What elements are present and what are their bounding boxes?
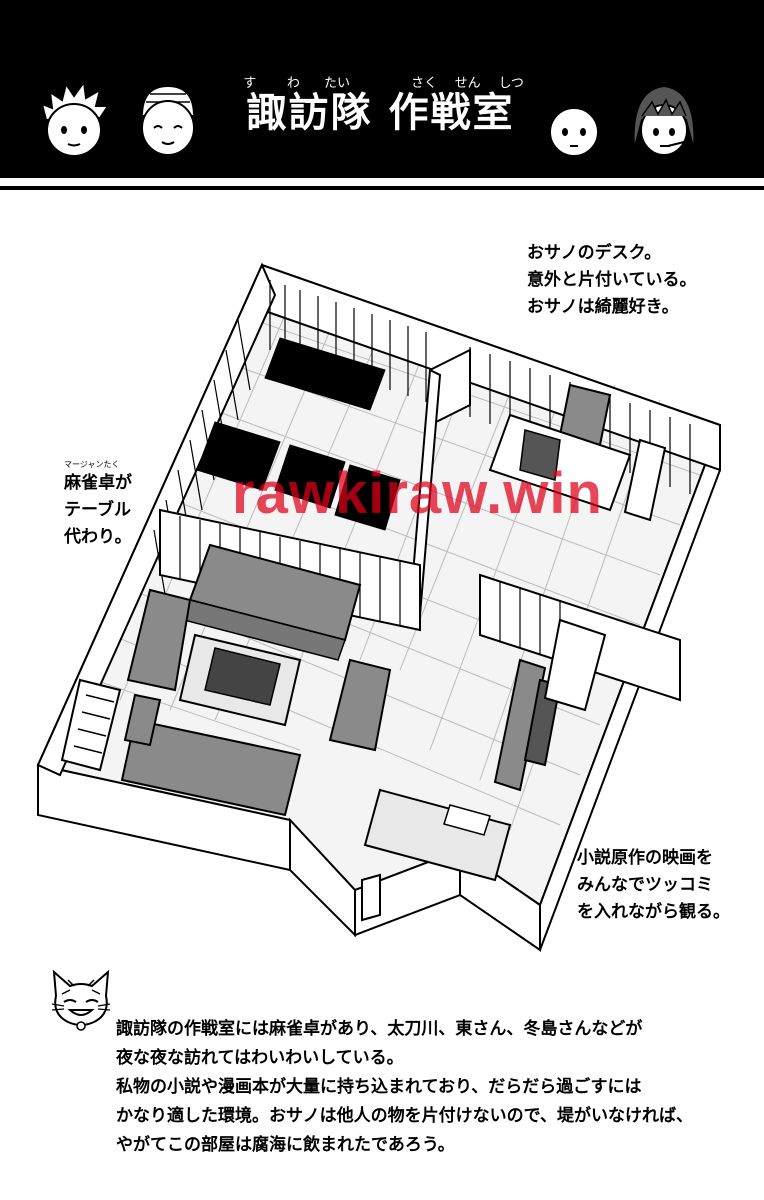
bookshelf: [60, 678, 122, 772]
note-ruby: マージャンたく: [64, 460, 120, 469]
narration-line: やがてこの部屋は腐海に飲まれたであろう。: [116, 1135, 455, 1155]
footer-narration: 諏訪隊の作戦室には麻雀卓があり、太刀川、東さん、冬島さんなどが 夜な夜な訪れては…: [116, 1015, 736, 1160]
title-ruby-char: す: [243, 76, 257, 91]
mahjong-note: マージャンたく 麻雀卓が テーブル 代わり。: [64, 460, 132, 551]
mahjong-table: [178, 633, 302, 727]
watermark-text: rawkiraw.win: [232, 461, 603, 526]
title-ruby-char: [359, 72, 403, 90]
tv-cabinet: [493, 618, 607, 792]
title-ruby-char: さく: [411, 76, 438, 91]
note-line: 小説原作の映画を: [577, 848, 713, 868]
note-line: みんなでツッコミ: [577, 875, 713, 895]
office-desk: [488, 383, 667, 522]
note-line: 意外と片付いている。: [527, 270, 697, 290]
title-ruby-char: しつ: [498, 76, 524, 91]
note-line: テーブル: [64, 500, 131, 520]
title-ruby-char: わ: [286, 76, 300, 91]
note-line: おサノのデスク。: [527, 243, 662, 263]
narration-line: かなり適した環境。おサノは他人の物を片付けないので、堤がいなければ、: [116, 1106, 693, 1126]
door-panel-icon: [361, 873, 381, 922]
armchair: [328, 658, 392, 752]
sofa: [126, 588, 192, 692]
cat-mascot-icon: [51, 970, 111, 1031]
note-line: を入れながら観る。: [577, 902, 730, 922]
header-rule: [0, 186, 764, 190]
desk-note: おサノのデスク。 意外と片付いている。 おサノは綺麗好き。: [527, 240, 697, 321]
monitor-icon: [519, 429, 561, 481]
title-ruby-char: たい: [323, 76, 350, 91]
title-ruby: す わ たい さく せん しつ: [228, 72, 533, 91]
note-line: 代わり。: [64, 527, 132, 547]
narration-line: 私物の小説や漫画本が大量に持ち込まれており、だらだら過ごすには: [116, 1077, 642, 1097]
character-face-icon: [545, 86, 603, 157]
note-line: おサノは綺麗好き。: [527, 297, 679, 317]
narration-line: 夜な夜な訪れてはわいわいしている。: [116, 1048, 404, 1068]
low-cabinet: [363, 788, 512, 882]
page-title-block: す わ たい さく せん しつ 諏訪隊 作戦室: [228, 72, 533, 136]
character-face-icon: [40, 80, 110, 157]
character-face-icon: [140, 84, 196, 156]
character-face-icon: [632, 84, 696, 156]
page-title: 諏訪隊 作戦室: [246, 90, 515, 136]
floor-plan-illustration: [36, 262, 722, 952]
black-table: [196, 337, 401, 531]
header-banner: [0, 0, 764, 178]
title-ruby-char: せん: [454, 76, 481, 91]
narration-line: 諏訪隊の作戦室には麻雀卓があり、太刀川、東さん、冬島さんなどが: [116, 1019, 643, 1039]
movie-note: 小説原作の映画を みんなでツッコミ を入れながら観る。: [577, 845, 730, 926]
sofa: [120, 693, 302, 817]
note-line: 麻雀卓が: [64, 473, 132, 493]
